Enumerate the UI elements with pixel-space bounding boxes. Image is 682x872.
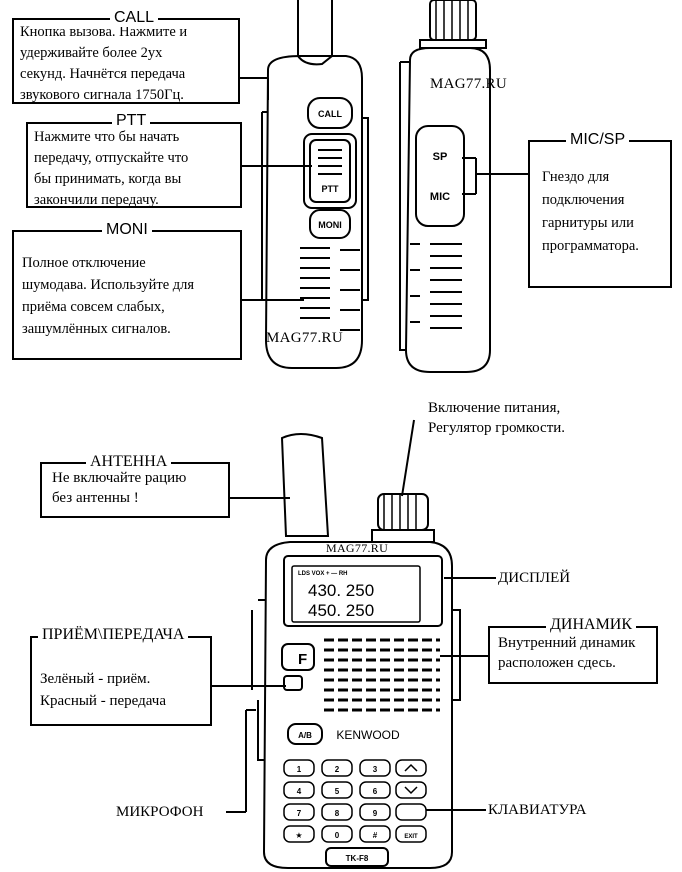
sp-jack-text: SP <box>433 151 448 163</box>
moni-title: MONI <box>102 221 152 239</box>
antenna-description: Не включайте рацию без антенны ! <box>52 470 187 506</box>
key-3: 3 <box>373 765 378 774</box>
call-button-shape <box>307 97 353 129</box>
bottom-radio <box>210 419 496 869</box>
speaker-title: ДИНАМИК <box>546 616 637 634</box>
up-arrow-icon <box>404 763 418 772</box>
f-key-text: F <box>298 651 307 668</box>
watermark-bottom: MAG77.RU <box>326 541 389 555</box>
keypad-label: КЛАВИАТУРА <box>488 802 587 818</box>
ab-key-text: A/B <box>298 731 312 740</box>
key-0: 0 <box>335 831 340 840</box>
call-callout: Кнопка вызова. Нажмите и удерживайте бол… <box>12 18 240 104</box>
display-status-text: LDS VOX + — RH <box>298 571 348 577</box>
moni-button-shape <box>309 209 351 239</box>
ptt-button-shape <box>309 139 351 203</box>
led-shape <box>283 675 303 691</box>
ptt-callout: Нажмите что бы начать передачу, отпускай… <box>26 122 242 208</box>
power-label: Включение питания, Регулятор громкости. <box>428 400 566 436</box>
display-label: ДИСПЛЕЙ <box>498 570 571 586</box>
watermark-top-bottom: MAG77.RU <box>266 330 343 346</box>
call-button-text: CALL <box>318 109 342 119</box>
display-freq-1: 430. 250 <box>308 581 374 600</box>
ptt-button-text: PTT <box>322 184 340 194</box>
key-7: 7 <box>297 809 302 818</box>
brand-text: KENWOOD <box>336 728 400 742</box>
rxtx-title: ПРИЁМ\ПЕРЕДАЧА <box>38 626 189 644</box>
key-2: 2 <box>335 765 340 774</box>
display-freq-2: 450. 250 <box>308 601 374 620</box>
speaker-description: Внутренний динамик расположен сдесь. <box>498 635 636 671</box>
down-arrow-icon <box>404 786 418 795</box>
key-6: 6 <box>373 787 378 796</box>
key-5: 5 <box>335 787 340 796</box>
mic-sp-title: MIC/SP <box>566 131 630 149</box>
key-8: 8 <box>335 809 340 818</box>
top-left-radio <box>238 0 369 369</box>
watermark-top-right: MAG77.RU <box>430 76 507 92</box>
key-hash: # <box>373 831 378 840</box>
moni-description: Полное отключение шумодава. Используйте … <box>22 255 195 337</box>
keypad-shape <box>283 759 427 843</box>
moni-callout: Полное отключение шумодава. Используйте … <box>12 230 242 360</box>
microphone-label: МИКРОФОН <box>116 804 204 820</box>
display-shape <box>283 555 443 627</box>
key-4: 4 <box>297 787 302 796</box>
mic-jack-text: MIC <box>430 191 450 203</box>
ptt-title: PTT <box>112 112 151 130</box>
antenna-title: АНТЕННА <box>86 453 172 471</box>
top-right-radio <box>399 0 528 373</box>
speaker-callout: Внутренний динамик расположен сдесь. <box>488 626 658 684</box>
key-1: 1 <box>297 765 302 774</box>
mic-sp-description: Гнездо для подключения гарнитуры или про… <box>542 169 639 254</box>
key-star: ★ <box>295 831 302 840</box>
ab-key-shape <box>287 723 323 745</box>
mic-sp-callout: Гнездо для подключения гарнитуры или про… <box>528 140 672 288</box>
call-title: CALL <box>110 9 159 27</box>
ptt-description: Нажмите что бы начать передачу, отпускай… <box>34 129 189 208</box>
key-exit: EXIT <box>404 834 418 840</box>
model-text: TK-F8 <box>346 854 369 863</box>
key-9: 9 <box>373 809 378 818</box>
rxtx-callout: Зелёный - приём. Красный - передача <box>30 636 212 726</box>
call-description: Кнопка вызова. Нажмите и удерживайте бол… <box>20 24 188 103</box>
moni-button-text: MONI <box>318 220 342 230</box>
rxtx-description: Зелёный - приём. Красный - передача <box>40 671 166 709</box>
f-key-shape <box>281 643 315 671</box>
